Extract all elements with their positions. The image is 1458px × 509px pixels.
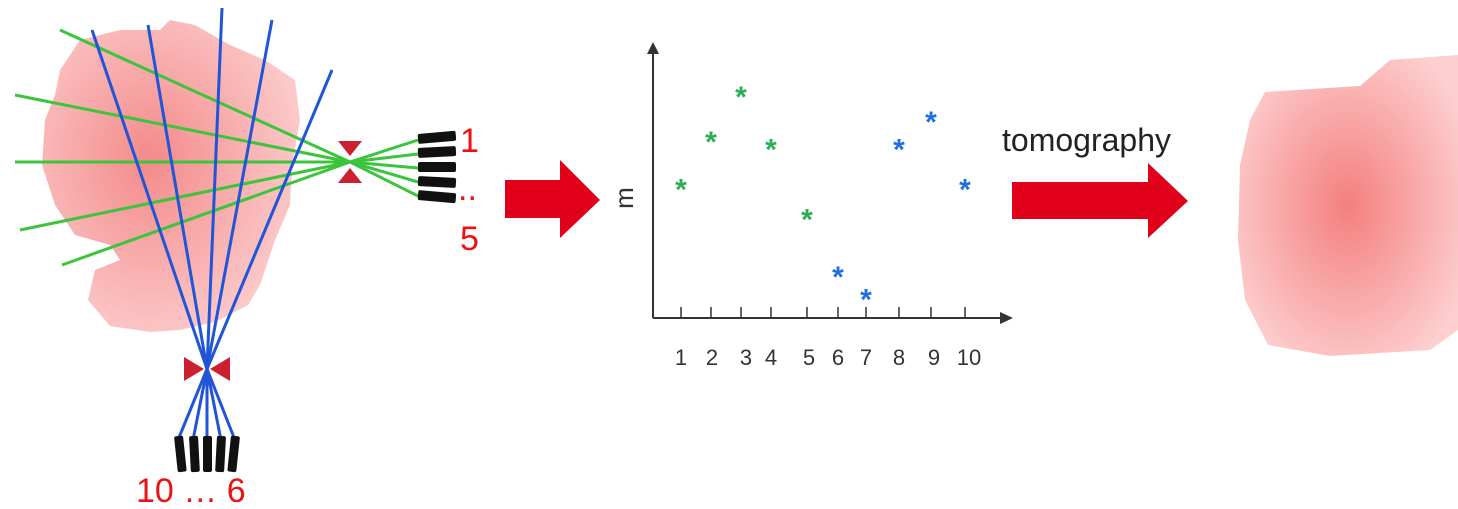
- blue-ray: [205, 69, 334, 370]
- bottom-detectors: [174, 435, 240, 473]
- y-axis-arrowhead: [647, 42, 659, 54]
- data-point-marker: *: [675, 174, 687, 207]
- data-point-marker: *: [735, 81, 747, 114]
- green-ray: [349, 152, 419, 164]
- blue-ray: [205, 368, 237, 441]
- right-detectors: [417, 130, 457, 204]
- detector-element: [417, 146, 457, 158]
- detector-element: [215, 435, 226, 473]
- x-tick-label: 9: [928, 345, 940, 370]
- x-axis-arrowhead: [1000, 312, 1013, 324]
- blue-ray: [191, 368, 209, 441]
- x-tick-label: 1: [675, 345, 687, 370]
- detector-element: [417, 176, 457, 188]
- detector-element: [418, 162, 456, 172]
- blue-ray: [90, 29, 209, 370]
- detector-element: [174, 435, 187, 473]
- data-point-marker: *: [705, 126, 717, 159]
- detector-label-dots: ..: [458, 170, 477, 208]
- y-axis-label: m: [609, 187, 639, 209]
- source-right-icon: [338, 141, 362, 183]
- bottom-detector-label: 10 … 6: [136, 472, 246, 509]
- detector-element: [417, 190, 457, 204]
- tissue-shape: [42, 20, 300, 332]
- detector-element: [189, 435, 200, 473]
- acquisition-geometry: 1 .. 5 10 … 6: [14, 7, 479, 509]
- reconstruction-shape: [1238, 55, 1458, 356]
- data-point-marker: *: [801, 204, 813, 237]
- green-ray: [19, 160, 351, 232]
- x-tick-label: 8: [893, 345, 905, 370]
- detector-element: [227, 435, 240, 473]
- source-bottom-icon: [184, 357, 230, 381]
- process-label: tomography: [1002, 122, 1171, 158]
- green-ray: [61, 160, 351, 267]
- blue-rays: [90, 7, 334, 441]
- x-tick-label: 3: [740, 345, 752, 370]
- x-tick-label: 6: [832, 345, 844, 370]
- detector-element: [203, 436, 212, 472]
- data-point-marker: *: [832, 261, 844, 294]
- data-points: * * * * * * * * * *: [675, 81, 971, 317]
- green-ray: [349, 160, 419, 184]
- green-ray: [349, 160, 419, 170]
- detector-label-1: 1: [460, 122, 479, 160]
- x-tick-label: 4: [765, 345, 777, 370]
- data-point-marker: *: [765, 134, 777, 167]
- arrow-to-result-icon: [1012, 163, 1188, 238]
- detector-label-5: 5: [460, 220, 479, 258]
- green-ray: [14, 93, 351, 164]
- blue-ray: [205, 19, 274, 370]
- blue-ray: [176, 368, 209, 441]
- x-tick-label: 10: [957, 345, 981, 370]
- green-ray: [349, 138, 419, 164]
- blue-ray: [205, 7, 224, 370]
- data-point-marker: *: [893, 134, 905, 167]
- x-tick-label: 7: [860, 345, 872, 370]
- blue-ray: [205, 368, 223, 441]
- x-tick-label: 2: [706, 345, 718, 370]
- x-tick-label: 5: [803, 345, 815, 370]
- data-point-marker: *: [925, 106, 937, 139]
- arrow-to-chart-icon: [505, 160, 600, 238]
- detector-element: [417, 130, 457, 144]
- data-point-marker: *: [860, 284, 872, 317]
- green-ray: [349, 160, 419, 198]
- blue-ray: [146, 24, 209, 370]
- data-point-marker: *: [959, 174, 971, 207]
